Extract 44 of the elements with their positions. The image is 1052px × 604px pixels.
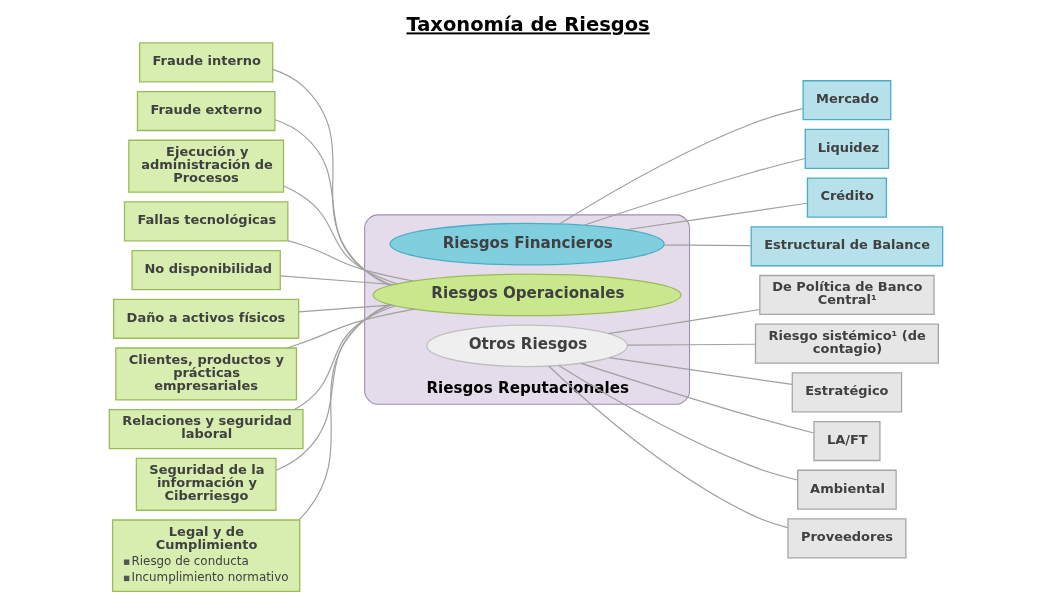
node-box: Clientes, productos y prácticas empresariales: [115, 347, 298, 401]
node-box: De Política de Banco Central¹: [759, 274, 935, 316]
connector: [558, 108, 804, 225]
connector: [274, 119, 392, 286]
node-box: Mercado: [802, 80, 892, 121]
connector: [625, 202, 808, 231]
connector: [287, 240, 414, 282]
node-box: Estructural de Balance: [750, 226, 944, 267]
node-ellipse: Riesgos Financieros: [389, 222, 665, 266]
node-box: LA/FT: [813, 420, 881, 462]
connector: [298, 303, 390, 521]
connector: [580, 362, 815, 434]
node-box: Ejecución y administración de Procesos: [128, 139, 285, 193]
connector: [293, 305, 397, 411]
node-box: No disponibilidad: [131, 249, 281, 291]
connector: [286, 308, 416, 349]
node-ellipse: Riesgos Operacionales: [372, 273, 682, 317]
connector: [298, 304, 393, 313]
connector: [583, 157, 806, 226]
connector: [275, 304, 392, 471]
node-box: Fraude interno: [138, 42, 274, 83]
connector: [608, 357, 793, 386]
connector: [548, 365, 789, 529]
node-ellipse: Otros Riesgos: [426, 324, 629, 368]
node-box: Proveedores: [787, 518, 907, 559]
node-box: Relaciones y seguridad laboral: [108, 409, 304, 450]
connector: [283, 185, 398, 285]
node-box: Fraude externo: [136, 90, 276, 132]
connector: [558, 364, 799, 481]
diagram-title: Taxonomía de Riesgos: [406, 13, 650, 37]
node-box: Riesgo sistémico¹ (de contagio): [754, 323, 939, 364]
node-box: Seguridad de la información y Ciberriesgo: [135, 457, 277, 511]
connector: [272, 68, 391, 287]
connector: [626, 343, 757, 346]
node-box: Ambiental: [797, 469, 897, 510]
connector: [607, 308, 761, 335]
connector: [663, 244, 752, 247]
node-box: Crédito: [806, 177, 888, 218]
node-box: Liquidez: [804, 128, 890, 170]
connector: [279, 275, 395, 286]
node-box: Legal y de Cumplimiento Riesgo de conducta Incumplimiento normativo: [111, 519, 301, 593]
node-box: Daño a activos físicos: [113, 298, 300, 339]
node-box: Estratégico: [791, 372, 903, 413]
node-box: Fallas tecnológicas: [123, 201, 289, 242]
